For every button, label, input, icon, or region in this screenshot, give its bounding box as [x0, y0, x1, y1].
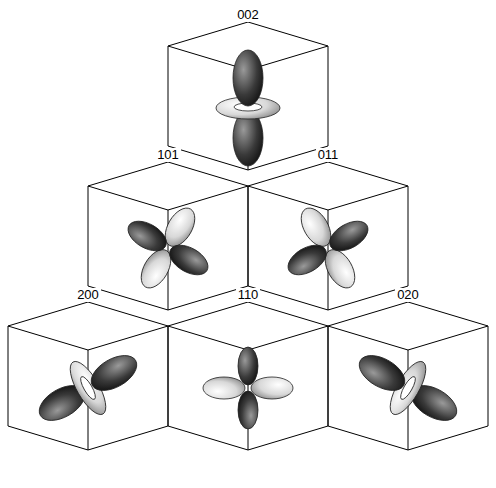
- orbital-label: 011: [316, 148, 341, 162]
- orbital-label: 002: [235, 8, 261, 22]
- orbital-label: 101: [155, 148, 181, 162]
- cube-frames: [8, 22, 488, 450]
- orbital-lobes: [33, 50, 462, 429]
- orbital-label: 110: [236, 288, 261, 302]
- orbital-label: 200: [75, 288, 101, 302]
- orbital-label: 020: [395, 288, 421, 302]
